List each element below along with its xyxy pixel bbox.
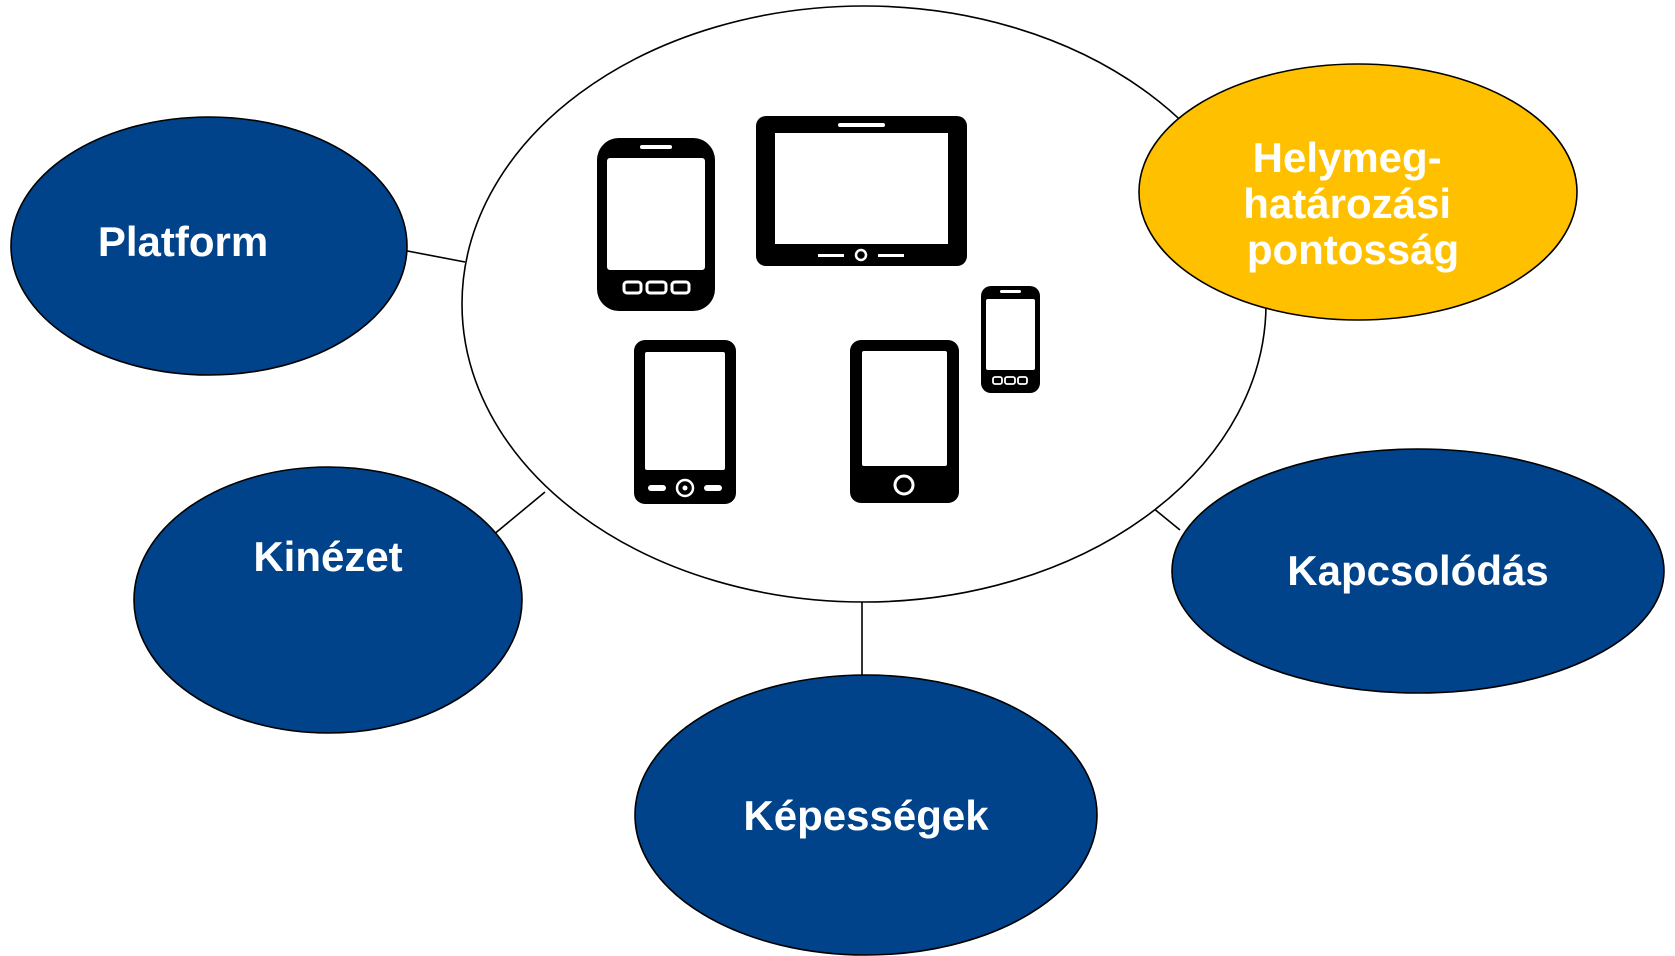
phone-icon	[634, 340, 736, 504]
node-platform-label: Platform	[98, 218, 268, 265]
node-connectivity-label: Kapcsolódás	[1287, 547, 1548, 594]
center-node	[461, 5, 1267, 603]
node-connectivity-shape	[1171, 448, 1665, 694]
node-label-line: Képességek	[743, 792, 989, 839]
node-label-line: Helymeg-	[1253, 134, 1442, 181]
node-location-accuracy-shape	[1138, 63, 1578, 321]
node-label-line: Platform	[98, 218, 268, 265]
node-appearance-label: Kinézet	[253, 533, 402, 580]
node-platform-shape	[10, 116, 408, 376]
node-location-accuracy-label: Helymeg- határozási pontosság	[1243, 134, 1462, 273]
node-capabilities-label: Képességek	[743, 792, 989, 839]
node-appearance-shape	[133, 466, 523, 734]
node-location-accuracy[interactable]: Helymeg- határozási pontosság	[1138, 63, 1578, 321]
connector-appearance	[486, 491, 546, 541]
node-connectivity[interactable]: Kapcsolódás	[1171, 448, 1665, 694]
node-capabilities-shape	[634, 674, 1098, 956]
node-label-line: Kapcsolódás	[1287, 547, 1548, 594]
center-circle	[461, 5, 1267, 603]
node-appearance[interactable]: Kinézet	[133, 466, 523, 734]
ereader-icon	[850, 340, 959, 503]
smartphone-icon	[597, 138, 715, 311]
node-label-line: határozási	[1243, 180, 1451, 227]
node-platform[interactable]: Platform	[10, 116, 408, 376]
node-label-line: pontosság	[1247, 226, 1459, 273]
node-label-line: Kinézet	[253, 533, 402, 580]
tablet-icon	[756, 116, 967, 266]
connector-platform	[396, 248, 466, 263]
small-phone-icon	[981, 286, 1040, 393]
node-capabilities[interactable]: Képességek	[634, 674, 1098, 956]
